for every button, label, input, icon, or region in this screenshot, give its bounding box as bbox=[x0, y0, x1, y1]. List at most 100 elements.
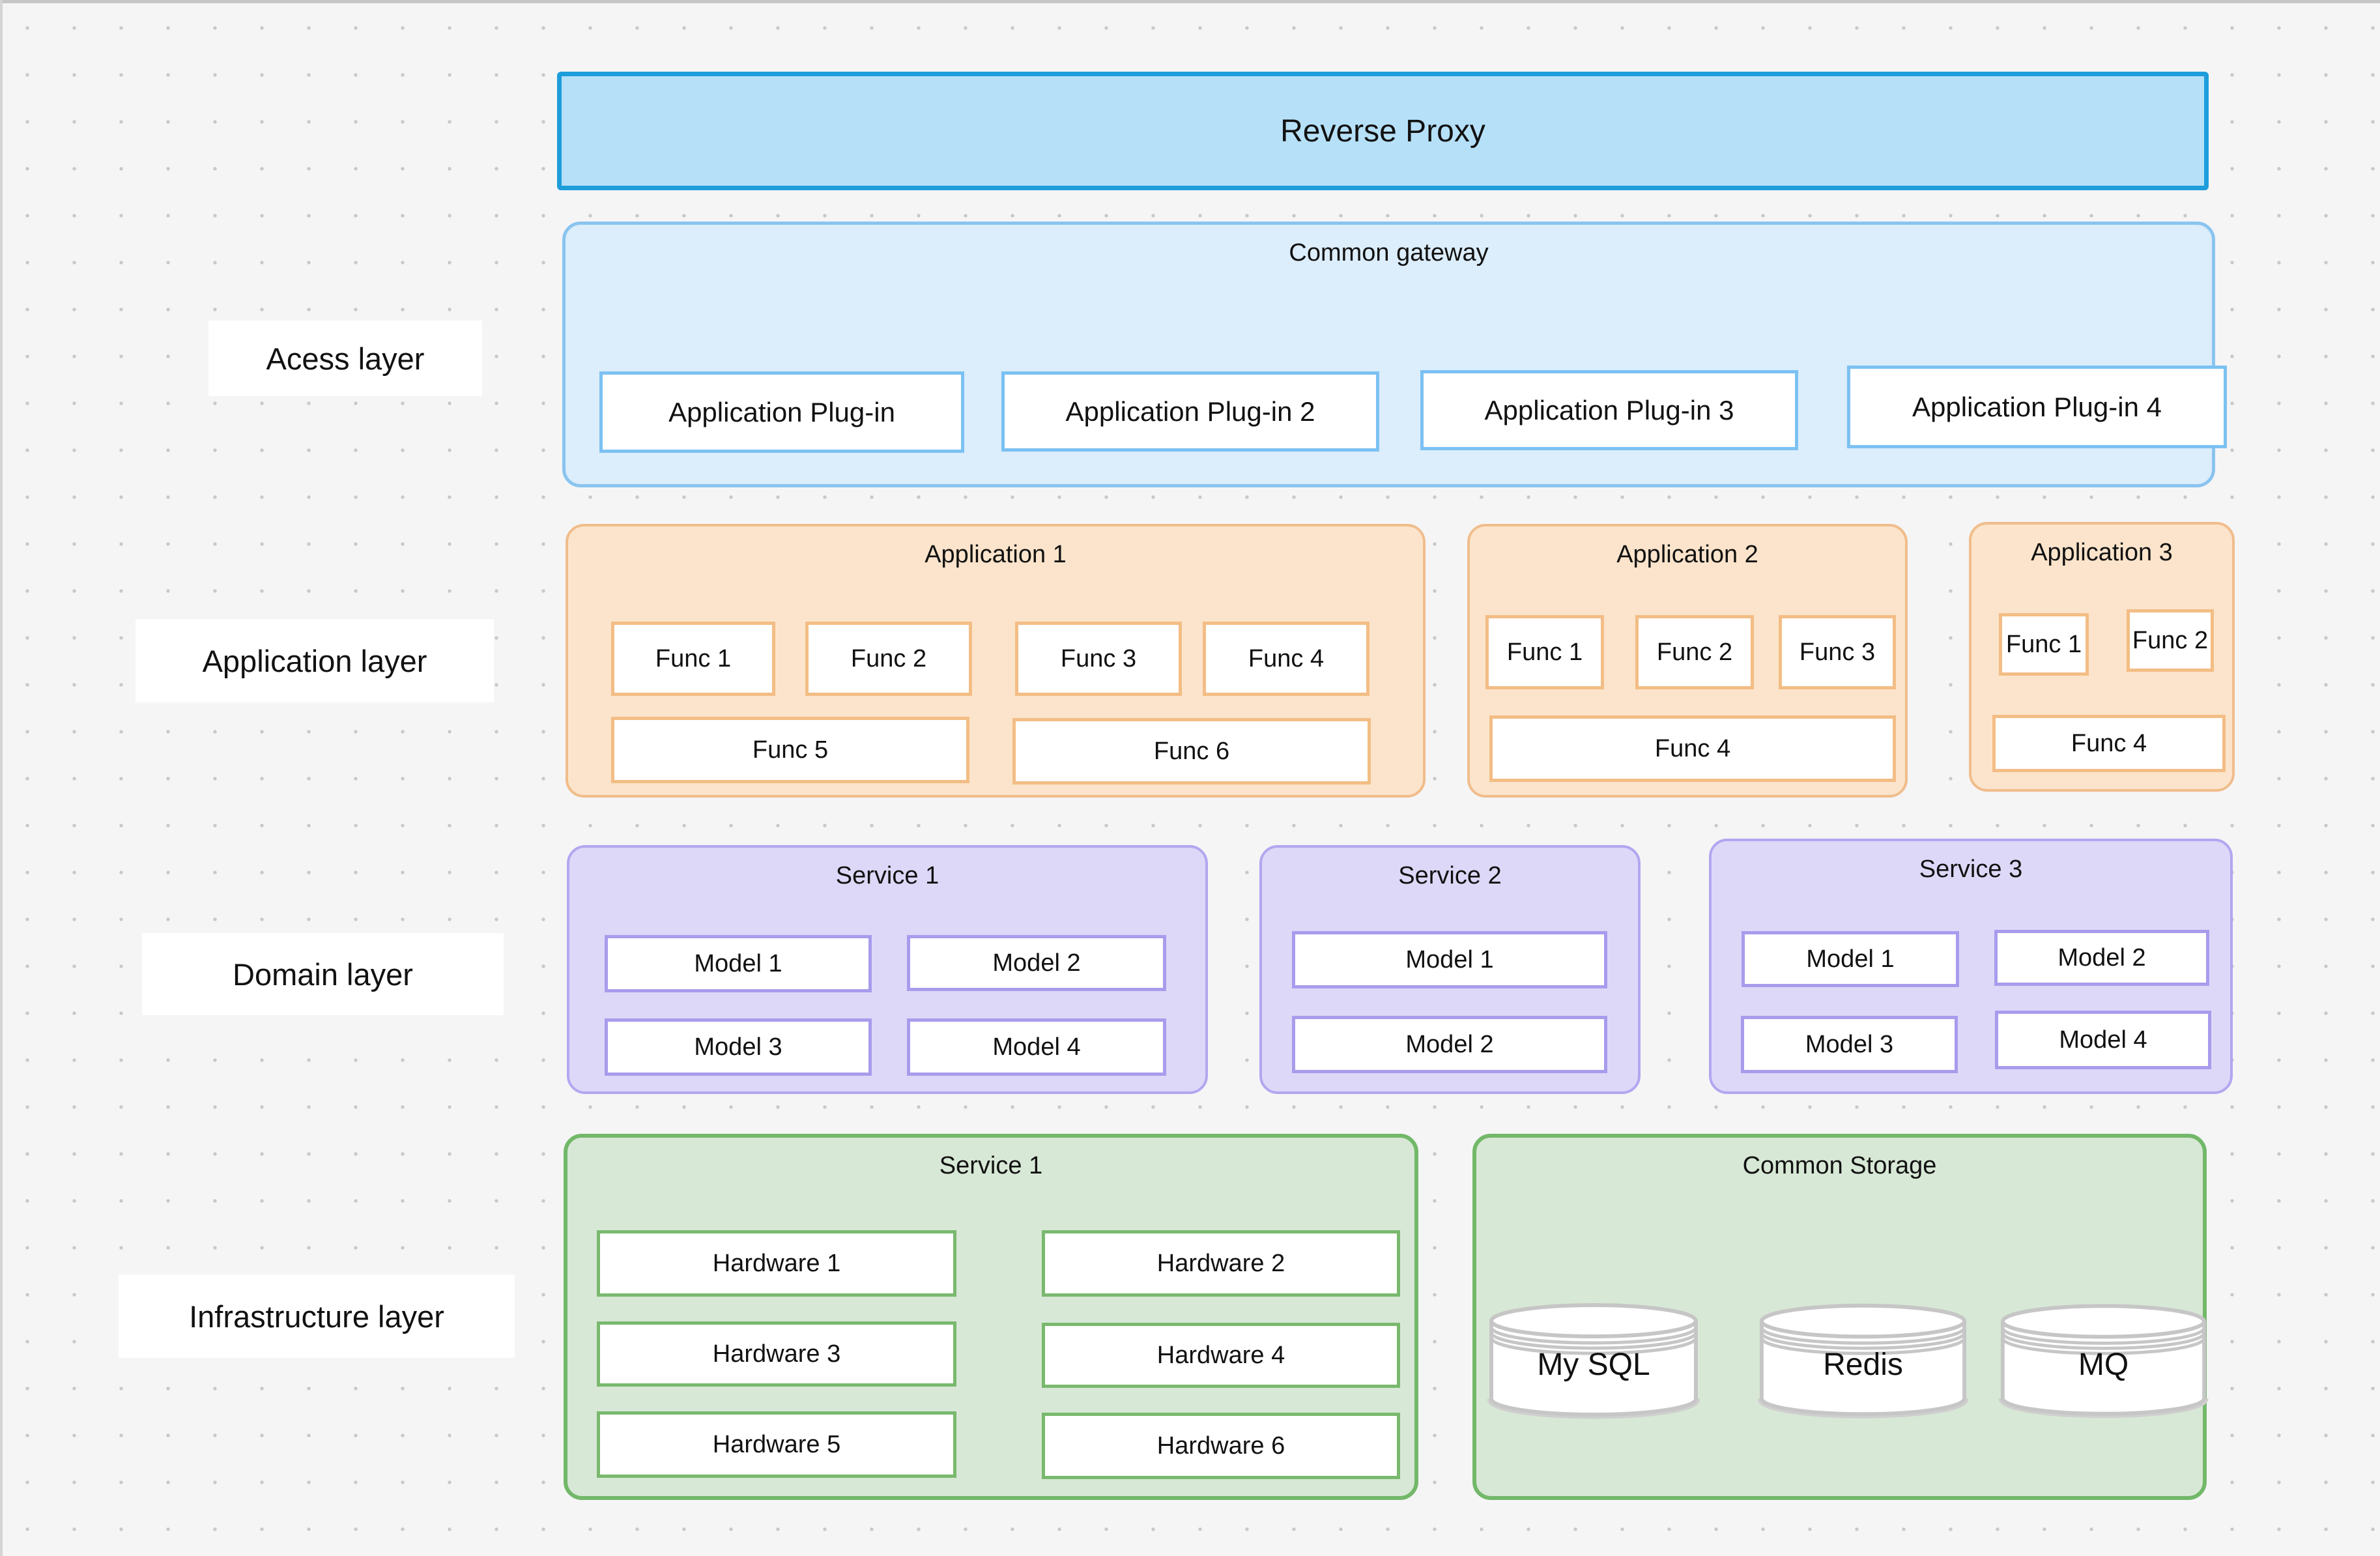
application-plugin-1-node[interactable]: Application Plug-in bbox=[599, 371, 964, 453]
database-cylinder-mysql[interactable]: My SQL bbox=[1486, 1303, 1701, 1420]
database-cylinder-icon bbox=[1487, 1303, 1700, 1419]
application-plugin-1-label: Application Plug-in bbox=[668, 396, 895, 427]
svc1-model-2-label: Model 2 bbox=[992, 949, 1081, 977]
hardware-5-node[interactable]: Hardware 5 bbox=[597, 1411, 956, 1478]
infra-service-1-title: Service 1 bbox=[939, 1152, 1043, 1179]
svc2-model-1-node[interactable]: Model 1 bbox=[1292, 931, 1607, 988]
domain-service-3-title: Service 3 bbox=[1919, 856, 2023, 883]
hardware-6-label: Hardware 6 bbox=[1156, 1432, 1285, 1460]
application-3-title: Application 3 bbox=[2031, 539, 2173, 566]
app3-func-2-node[interactable]: Func 2 bbox=[2127, 609, 2214, 672]
svc1-model-4-node[interactable]: Model 4 bbox=[907, 1018, 1166, 1076]
svc3-model-1-node[interactable]: Model 1 bbox=[1742, 931, 1959, 987]
application-plugin-2-label: Application Plug-in 2 bbox=[1065, 396, 1315, 427]
svc1-model-1-label: Model 1 bbox=[694, 949, 782, 977]
application-2-node[interactable]: Application 2 Func 1 Func 2 Func 3 Func … bbox=[1467, 524, 1908, 798]
app1-func-4-node[interactable]: Func 4 bbox=[1203, 622, 1369, 696]
app3-func-4-node[interactable]: Func 4 bbox=[1992, 715, 2226, 772]
svc3-model-4-node[interactable]: Model 4 bbox=[1995, 1011, 2211, 1069]
redis-label: Redis bbox=[1823, 1347, 1903, 1383]
hardware-6-node[interactable]: Hardware 6 bbox=[1042, 1413, 1400, 1479]
application-1-title: Application 1 bbox=[925, 541, 1067, 568]
app1-func-5-label: Func 5 bbox=[752, 736, 829, 764]
svc1-model-3-node[interactable]: Model 3 bbox=[605, 1018, 872, 1076]
database-cylinder-icon bbox=[1757, 1303, 1969, 1419]
mysql-label: My SQL bbox=[1537, 1347, 1650, 1383]
hardware-2-node[interactable]: Hardware 2 bbox=[1042, 1230, 1400, 1297]
hardware-1-label: Hardware 1 bbox=[712, 1249, 841, 1277]
app1-func-1-node[interactable]: Func 1 bbox=[611, 622, 775, 696]
svc2-model-2-label: Model 2 bbox=[1405, 1030, 1494, 1058]
app1-func-1-label: Func 1 bbox=[655, 644, 732, 672]
domain-service-3-node[interactable]: Service 3 Model 1 Model 2 Model 3 Model … bbox=[1709, 839, 2233, 1094]
reverse-proxy-label: Reverse Proxy bbox=[1280, 113, 1485, 149]
mq-label: MQ bbox=[2078, 1347, 2129, 1383]
app2-func-3-label: Func 3 bbox=[1799, 638, 1876, 666]
svc3-model-3-node[interactable]: Model 3 bbox=[1741, 1016, 1958, 1073]
common-gateway-node[interactable]: Common gateway Application Plug-in Appli… bbox=[562, 222, 2227, 487]
svc2-model-2-node[interactable]: Model 2 bbox=[1292, 1016, 1607, 1073]
app3-func-1-label: Func 1 bbox=[2005, 630, 2082, 658]
infrastructure-layer-label-box[interactable]: Infrastructure layer bbox=[119, 1275, 515, 1358]
canvas-edge-left bbox=[0, 0, 3, 1556]
application-2-title: Application 2 bbox=[1616, 541, 1758, 568]
application-1-node[interactable]: Application 1 Func 1 Func 2 Func 3 Func … bbox=[566, 524, 1426, 798]
domain-layer-label: Domain layer bbox=[233, 957, 413, 992]
common-storage-title: Common Storage bbox=[1742, 1152, 1937, 1179]
app2-func-4-node[interactable]: Func 4 bbox=[1489, 715, 1896, 782]
infra-service-1-node[interactable]: Service 1 Hardware 1 Hardware 2 Hardware… bbox=[564, 1134, 1418, 1500]
svc3-model-2-label: Model 2 bbox=[2057, 944, 2146, 972]
svc3-model-2-node[interactable]: Model 2 bbox=[1994, 930, 2209, 986]
svc1-model-3-label: Model 3 bbox=[694, 1033, 782, 1061]
svc3-model-1-label: Model 1 bbox=[1806, 945, 1895, 973]
svc1-model-1-node[interactable]: Model 1 bbox=[605, 935, 872, 992]
domain-service-2-node[interactable]: Service 2 Model 1 Model 2 bbox=[1259, 845, 1641, 1094]
app1-func-2-node[interactable]: Func 2 bbox=[805, 622, 972, 696]
domain-service-1-title: Service 1 bbox=[835, 862, 939, 889]
app2-func-2-node[interactable]: Func 2 bbox=[1635, 615, 1754, 689]
app2-func-4-label: Func 4 bbox=[1654, 734, 1731, 762]
domain-service-2-title: Service 2 bbox=[1398, 862, 1502, 889]
app2-func-1-node[interactable]: Func 1 bbox=[1485, 615, 1604, 689]
hardware-3-label: Hardware 3 bbox=[712, 1340, 841, 1368]
hardware-2-label: Hardware 2 bbox=[1156, 1249, 1285, 1277]
app3-func-1-node[interactable]: Func 1 bbox=[1999, 613, 2089, 676]
application-3-node[interactable]: Application 3 Func 1 Func 2 Func 4 bbox=[1969, 522, 2235, 792]
common-gateway-title: Common gateway bbox=[1289, 239, 1489, 267]
svc3-model-4-label: Model 4 bbox=[2059, 1026, 2147, 1054]
common-storage-node[interactable]: Common Storage My SQL Redis bbox=[1472, 1134, 2209, 1500]
hardware-5-label: Hardware 5 bbox=[712, 1430, 841, 1458]
database-cylinder-icon bbox=[1998, 1304, 2209, 1419]
hardware-4-node[interactable]: Hardware 4 bbox=[1042, 1323, 1400, 1388]
reverse-proxy-node[interactable]: Reverse Proxy bbox=[557, 72, 2209, 190]
app2-func-3-node[interactable]: Func 3 bbox=[1779, 615, 1896, 689]
database-cylinder-redis[interactable]: Redis bbox=[1756, 1303, 1970, 1420]
app1-func-6-node[interactable]: Func 6 bbox=[1012, 718, 1371, 785]
application-layer-label-box[interactable]: Application layer bbox=[136, 619, 494, 702]
svc1-model-2-node[interactable]: Model 2 bbox=[907, 935, 1166, 991]
canvas-edge-top bbox=[0, 0, 2380, 3]
app1-func-3-node[interactable]: Func 3 bbox=[1015, 622, 1182, 696]
app1-func-4-label: Func 4 bbox=[1248, 644, 1325, 672]
app2-func-2-label: Func 2 bbox=[1656, 638, 1733, 666]
application-plugin-4-label: Application Plug-in 4 bbox=[1912, 391, 2162, 422]
application-layer-label: Application layer bbox=[202, 643, 427, 678]
application-plugin-3-node[interactable]: Application Plug-in 3 bbox=[1420, 370, 1798, 450]
app3-func-2-label: Func 2 bbox=[2132, 626, 2209, 654]
hardware-4-label: Hardware 4 bbox=[1156, 1341, 1285, 1369]
domain-service-1-node[interactable]: Service 1 Model 1 Model 2 Model 3 Model … bbox=[567, 845, 1208, 1094]
application-plugin-2-node[interactable]: Application Plug-in 2 bbox=[1001, 371, 1379, 452]
hardware-3-node[interactable]: Hardware 3 bbox=[597, 1321, 956, 1387]
access-layer-label-box[interactable]: Acess layer bbox=[208, 321, 482, 396]
application-plugin-4-node[interactable]: Application Plug-in 4 bbox=[1847, 366, 2227, 448]
infrastructure-layer-label: Infrastructure layer bbox=[189, 1299, 444, 1334]
app1-func-2-label: Func 2 bbox=[850, 644, 927, 672]
app1-func-5-node[interactable]: Func 5 bbox=[611, 717, 969, 783]
hardware-1-node[interactable]: Hardware 1 bbox=[597, 1230, 956, 1297]
application-plugin-3-label: Application Plug-in 3 bbox=[1484, 394, 1734, 425]
app3-func-4-label: Func 4 bbox=[2071, 729, 2147, 757]
app1-func-6-label: Func 6 bbox=[1153, 737, 1230, 765]
database-cylinder-mq[interactable]: MQ bbox=[1998, 1303, 2209, 1420]
domain-layer-label-box[interactable]: Domain layer bbox=[142, 933, 504, 1015]
access-layer-label: Acess layer bbox=[266, 341, 425, 376]
